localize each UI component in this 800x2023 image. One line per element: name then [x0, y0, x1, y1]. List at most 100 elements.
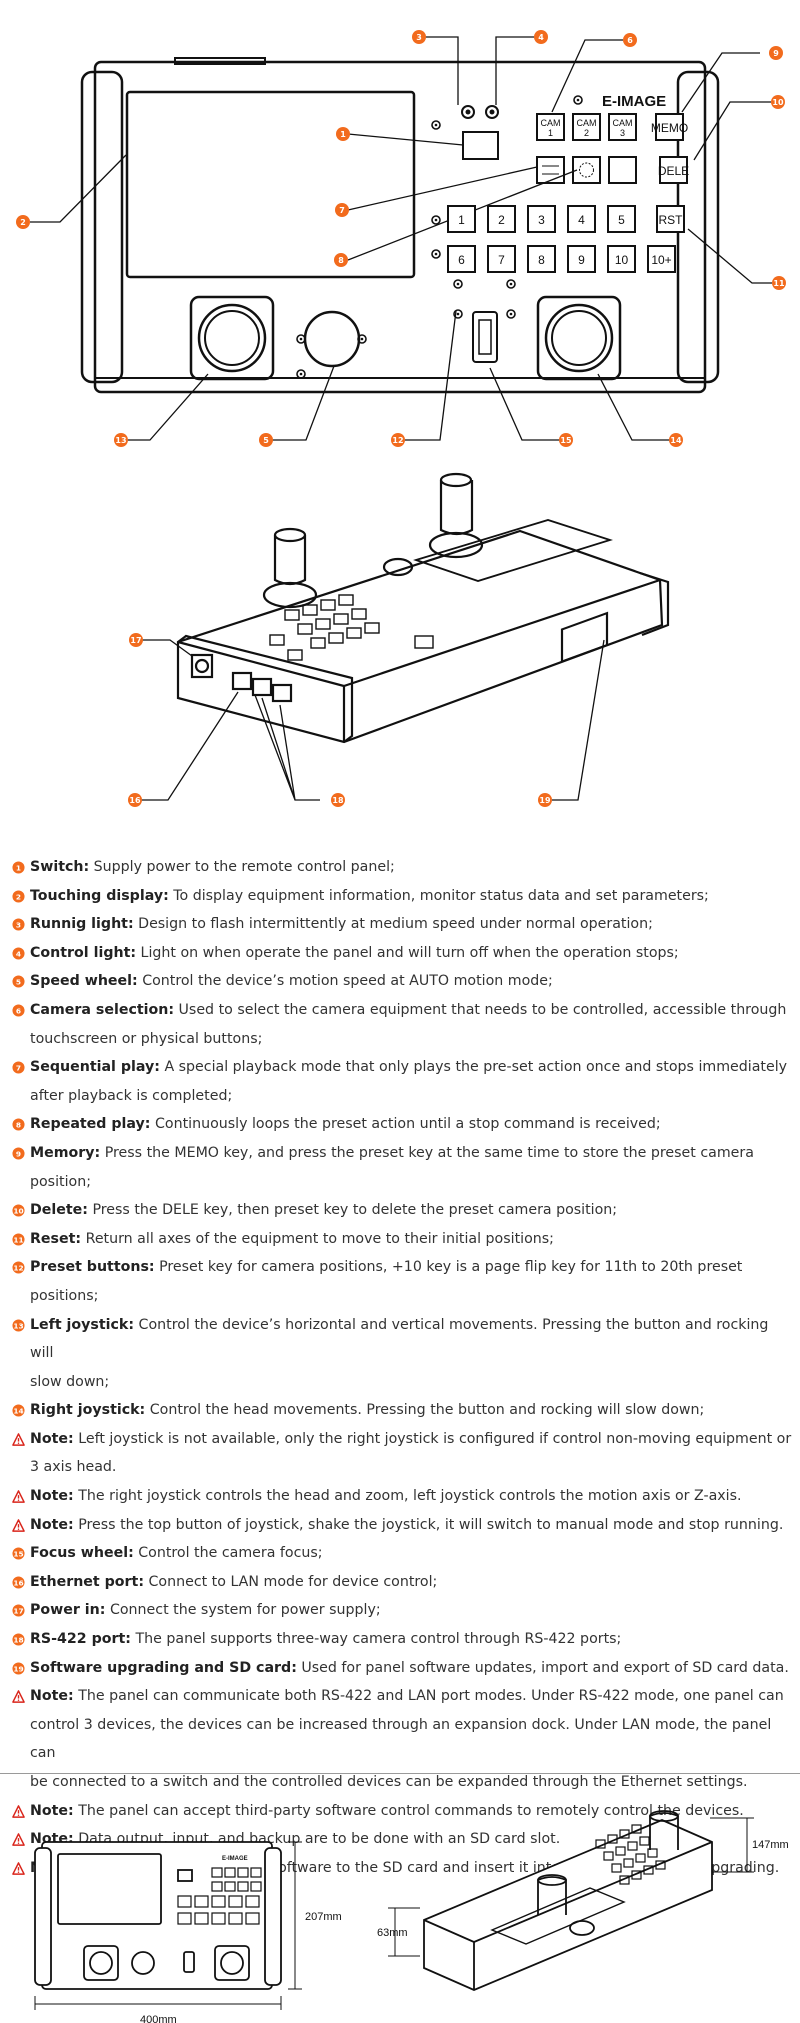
warning-icon: [12, 1861, 25, 1875]
rs422-port-2: [251, 677, 273, 697]
number-badge-icon: 5: [12, 975, 25, 988]
legend-description: Used to select the camera equipment that…: [178, 1001, 787, 1018]
preset-10-button[interactable]: 10: [607, 245, 636, 273]
number-badge-icon: 6: [12, 1004, 25, 1017]
dims-lines: [34, 1817, 754, 2010]
warning-icon: [12, 1690, 25, 1704]
legend-description-continued: slow down;: [30, 1373, 110, 1390]
legend-term: Left joystick:: [30, 1316, 135, 1333]
preset-3-button[interactable]: 3: [527, 205, 556, 233]
legend-term: Right joystick:: [30, 1402, 146, 1419]
legend-description: Preset key for camera positions, +10 key…: [30, 1259, 743, 1304]
preset-4-button[interactable]: 4: [567, 205, 596, 233]
legend-entry: Note: The panel can communicate both RS-…: [12, 1682, 794, 1796]
callout-2: 2: [16, 215, 30, 229]
svg-text:18: 18: [13, 1635, 23, 1644]
svg-text:19: 19: [13, 1664, 23, 1673]
svg-text:13: 13: [13, 1321, 23, 1330]
legend-description: The panel supports three-way camera cont…: [135, 1631, 622, 1648]
key-label: 7: [498, 253, 505, 267]
number-badge-icon: 10: [12, 1204, 25, 1217]
dims-iso-panel: [423, 1810, 713, 1991]
rs422-port-1: [231, 671, 253, 691]
key-label: 3: [620, 128, 625, 138]
legend-description: Press the DELE key, then preset key to d…: [92, 1202, 618, 1219]
svg-text:16: 16: [129, 796, 141, 805]
svg-text:4: 4: [16, 949, 21, 958]
brand-label: E-IMAGE: [602, 93, 666, 110]
legend-term: Delete:: [30, 1202, 88, 1219]
legend-term: Software upgrading and SD card:: [30, 1659, 297, 1676]
right-joystick: [536, 295, 622, 381]
dim-depth: 147mm: [752, 1839, 789, 1851]
preset-7-button[interactable]: 7: [487, 245, 516, 273]
legend-entry: Note: The right joystick controls the he…: [12, 1482, 794, 1511]
dele-button[interactable]: DELE: [658, 156, 689, 184]
legend-description-continued: 3 axis head.: [30, 1459, 117, 1476]
number-badge-icon: 17: [12, 1604, 25, 1617]
sequential-play-button: [536, 156, 565, 184]
legend-description: Connect the system for power supply;: [109, 1602, 381, 1619]
preset-6-button[interactable]: 6: [447, 245, 476, 273]
legend-description: Supply power to the remote control panel…: [93, 859, 395, 875]
dim-height: 207mm: [305, 1911, 342, 1923]
preset-5-button[interactable]: 5: [607, 205, 636, 233]
svg-text:9: 9: [773, 49, 779, 58]
preset-2-button[interactable]: 2: [487, 205, 516, 233]
callout-19: 19: [538, 793, 552, 807]
rst-button[interactable]: RST: [656, 205, 685, 233]
svg-text:15: 15: [560, 436, 572, 445]
legend-description: Return all axes of the equipment to move…: [85, 1230, 554, 1247]
dimension-diagram: E-IMAGE 400mm 207mm 147mm 63mm: [34, 1810, 789, 2023]
callout-14: 14: [669, 433, 683, 447]
legend-description: Press the top button of joystick, shake …: [78, 1516, 784, 1533]
svg-text:5: 5: [263, 436, 269, 445]
svg-text:7: 7: [339, 206, 345, 215]
svg-text:12: 12: [13, 1264, 23, 1273]
svg-text:16: 16: [13, 1578, 23, 1587]
blank-button: [608, 156, 637, 184]
preset-1-button[interactable]: 1: [447, 205, 476, 233]
speed-wheel: [303, 310, 361, 368]
preset-10plus-button[interactable]: 10+: [647, 245, 676, 273]
touch-display: [125, 90, 416, 279]
legend-description-continued: be connected to a switch and the control…: [30, 1774, 748, 1790]
legend-term: Note:: [30, 1688, 74, 1705]
key-label: MEMO: [651, 121, 688, 135]
callout-16: 16: [128, 793, 142, 807]
callout-17: 17: [129, 633, 143, 647]
key-label: 5: [618, 213, 625, 227]
dim-width: 400mm: [140, 2014, 177, 2023]
number-badge-icon: 8: [12, 1118, 25, 1131]
svg-text:6: 6: [627, 36, 633, 45]
legend-term: Repeated play:: [30, 1116, 151, 1133]
key-label: CAM: [541, 118, 561, 128]
dims-front-panel: [34, 1841, 282, 1990]
number-badge-icon: 1: [12, 861, 25, 874]
svg-text:4: 4: [538, 33, 544, 42]
legend-description-continued: touchscreen or physical buttons;: [30, 1030, 263, 1047]
svg-text:5: 5: [16, 978, 21, 987]
number-badge-icon: 14: [12, 1404, 25, 1417]
callout-15: 15: [559, 433, 573, 447]
preset-9-button[interactable]: 9: [567, 245, 596, 273]
legend-description: Light on when operate the panel and will…: [140, 944, 679, 961]
callout-13: 13: [114, 433, 128, 447]
legend-term: Sequential play:: [30, 1059, 160, 1076]
key-label: CAM: [577, 118, 597, 128]
memo-button[interactable]: MEMO: [651, 113, 688, 141]
svg-text:19: 19: [539, 796, 551, 805]
key-label: DELE: [658, 164, 689, 178]
legend-entry: Note: Left joystick is not available, on…: [12, 1425, 794, 1482]
preset-8-button[interactable]: 8: [527, 245, 556, 273]
legend-term: Note:: [30, 1802, 74, 1819]
